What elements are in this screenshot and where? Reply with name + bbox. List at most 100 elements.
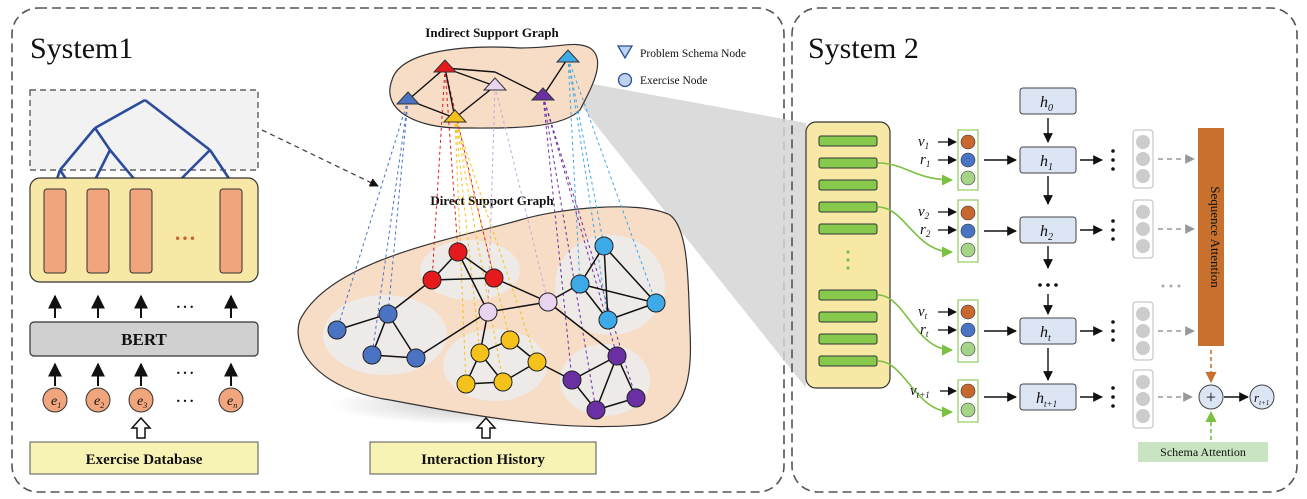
output-middle-dots bbox=[1161, 284, 1181, 288]
svg-text:ht: ht bbox=[1040, 324, 1051, 344]
exercise-node bbox=[607, 346, 627, 366]
clustering-tree-box bbox=[29, 89, 259, 171]
svg-text:e2: e2 bbox=[94, 394, 104, 410]
bert-input-dots: … bbox=[175, 357, 195, 379]
v2-label: v2 bbox=[918, 204, 930, 221]
embedding-bars bbox=[43, 188, 243, 274]
sequence-attention-label: Sequence Attention bbox=[1208, 186, 1223, 288]
hidden-middle-dots bbox=[1038, 283, 1058, 287]
exercise-node bbox=[327, 320, 347, 340]
exercise-node bbox=[422, 270, 442, 290]
exercise-node bbox=[378, 304, 398, 324]
sum-symbol: + bbox=[1206, 387, 1216, 407]
embedding-dots: … bbox=[174, 220, 196, 245]
output-columns bbox=[1132, 129, 1154, 429]
exercise-node bbox=[456, 374, 476, 394]
step-1: v1 r1 h1 bbox=[918, 129, 1115, 205]
schema-node-lavender bbox=[482, 77, 508, 91]
step-2: v2 r2 h2 bbox=[918, 199, 1115, 269]
problem-schema-legend-label: Problem Schema Node bbox=[640, 48, 746, 60]
exercise-database-box bbox=[29, 441, 259, 475]
system2-panel bbox=[791, 7, 1298, 493]
h0-label: h0 bbox=[1040, 94, 1053, 114]
svg-text:e1: e1 bbox=[51, 394, 61, 410]
legend: Problem Schema Node Exercise Node bbox=[616, 45, 746, 88]
schema-attention-label: Schema Attention bbox=[1160, 445, 1246, 459]
exercise-node bbox=[484, 268, 504, 288]
schema-projection-lines bbox=[336, 57, 657, 411]
exercise-token-1: e1 bbox=[42, 387, 68, 413]
vt1-label: vt+1 bbox=[910, 383, 930, 400]
h2-box bbox=[1019, 216, 1077, 244]
embedding-to-input-arrows bbox=[877, 162, 954, 418]
r2-label: r2 bbox=[920, 222, 931, 239]
exercise-node bbox=[527, 352, 547, 372]
prediction-node bbox=[1249, 384, 1275, 410]
exercise-database-label: Exercise Database bbox=[86, 452, 203, 468]
svg-text:h2: h2 bbox=[1040, 223, 1053, 243]
exercise-legend-label: Exercise Node bbox=[640, 75, 707, 87]
bert-label: BERT bbox=[121, 330, 167, 349]
exercise-node bbox=[562, 370, 582, 390]
v1-label: v1 bbox=[918, 134, 929, 151]
exercise-node bbox=[538, 292, 558, 312]
schema-node-blue bbox=[395, 91, 421, 105]
interaction-history-label: Interaction History bbox=[421, 452, 545, 468]
schema-node-purple bbox=[530, 87, 556, 101]
schema-attention-box bbox=[1138, 442, 1268, 462]
exercise-node bbox=[586, 400, 606, 420]
exercise-node bbox=[646, 293, 666, 313]
interaction-history-box bbox=[369, 441, 597, 475]
bert-output-dots: … bbox=[175, 291, 195, 313]
exercise-token-2: e2 bbox=[85, 387, 111, 413]
h1-box bbox=[1019, 146, 1077, 174]
exercise-token-dots: … bbox=[175, 385, 195, 407]
output-to-attention-arrows bbox=[1158, 154, 1195, 402]
svg-text:h1: h1 bbox=[1040, 153, 1053, 173]
problem-schema-legend-icon bbox=[616, 45, 634, 60]
svg-text:ht+1: ht+1 bbox=[1036, 390, 1057, 409]
schema-node-yellow bbox=[442, 109, 468, 123]
embedding-vertical-dots bbox=[846, 250, 850, 270]
bert-input-arrows bbox=[48, 362, 238, 386]
sum-node bbox=[1198, 384, 1224, 410]
exercise-node bbox=[570, 274, 590, 294]
exercise-node bbox=[626, 388, 646, 408]
indirect-graph-title: Indirect Support Graph bbox=[425, 25, 559, 40]
exercise-token-3: e3 bbox=[128, 387, 154, 413]
history-hollow-arrow bbox=[475, 416, 497, 439]
sequence-attention-box bbox=[1198, 128, 1224, 346]
ht1-box bbox=[1019, 383, 1077, 411]
exercise-node bbox=[362, 345, 382, 365]
exercise-node bbox=[448, 242, 468, 262]
exercise-token-n: en bbox=[218, 387, 244, 413]
problem-schema-nodes bbox=[395, 49, 581, 123]
direct-graph-title: Direct Support Graph bbox=[430, 193, 554, 208]
exercise-legend-icon bbox=[617, 72, 633, 88]
rt-label: rt bbox=[920, 322, 929, 339]
database-hollow-arrow bbox=[130, 416, 152, 439]
schema-node-sky bbox=[555, 49, 581, 63]
svg-text:e3: e3 bbox=[137, 394, 147, 410]
projection-beam bbox=[560, 78, 806, 388]
step-t-plus-1: vt+1 ht+1 bbox=[910, 379, 1115, 423]
exercise-nodes bbox=[327, 236, 666, 420]
bert-box bbox=[29, 321, 259, 357]
tree-to-graph-arrow bbox=[261, 129, 379, 187]
exercise-node bbox=[594, 236, 614, 256]
exercise-node bbox=[406, 348, 426, 368]
r1-label: r1 bbox=[920, 152, 930, 169]
schema-node-red bbox=[432, 59, 458, 73]
bert-output-arrows bbox=[48, 294, 238, 318]
exercise-node bbox=[493, 372, 513, 392]
exercise-node bbox=[598, 310, 618, 330]
exercise-node bbox=[470, 343, 490, 363]
svg-text:en: en bbox=[227, 394, 237, 410]
vt-label: vt bbox=[918, 304, 928, 321]
step-t: vt rt ht bbox=[918, 299, 1115, 381]
system2-title: System 2 bbox=[808, 32, 919, 65]
ht-box bbox=[1019, 317, 1077, 345]
exercise-node bbox=[478, 302, 498, 322]
exercise-embedding-bars bbox=[818, 135, 878, 367]
